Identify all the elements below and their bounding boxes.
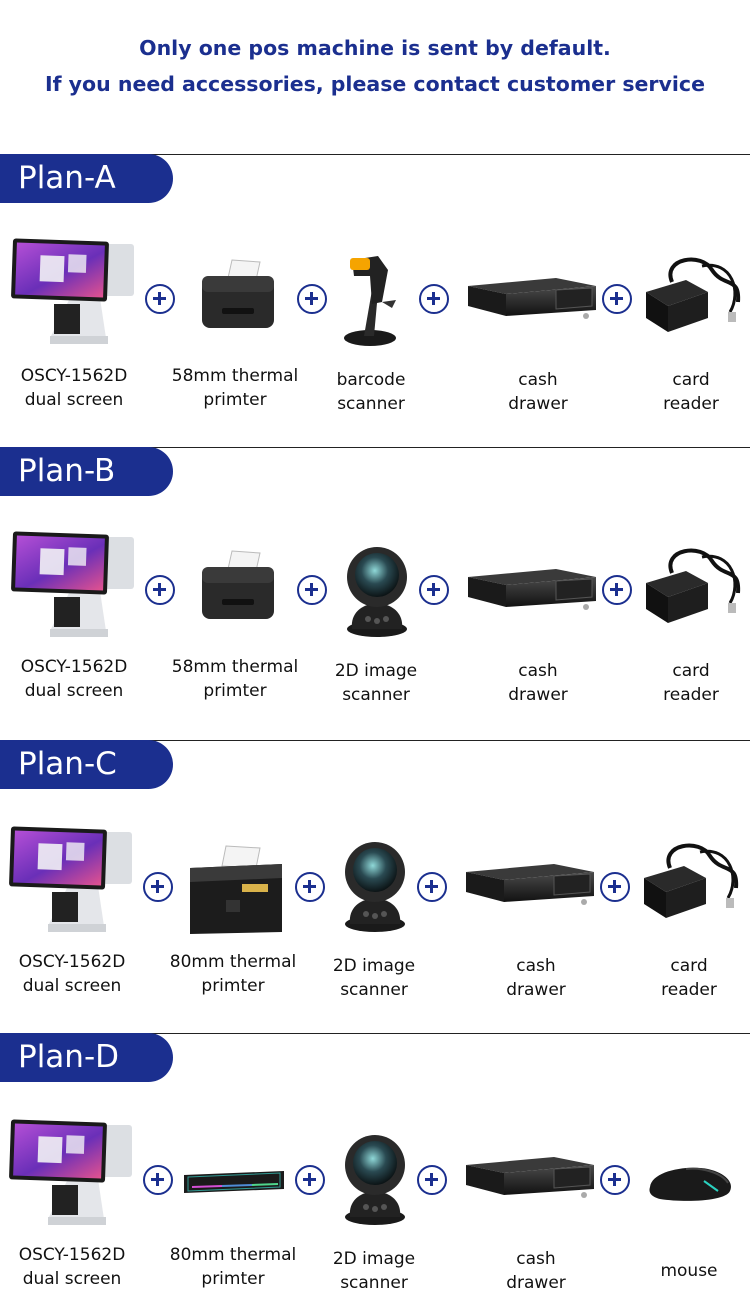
plus-icon (602, 284, 632, 314)
notice-line-1: Only one pos machine is sent by default. (139, 36, 611, 60)
plus-icon (297, 284, 327, 314)
plan-title-badge: Plan-A (0, 154, 173, 203)
plus-icon (600, 1165, 630, 1195)
notice-line-2: If you need accessories, please contact … (44, 72, 705, 96)
2d-image-scanner-icon (342, 1133, 408, 1225)
plus-icon (143, 872, 173, 902)
plus-icon (419, 284, 449, 314)
plus-icon (143, 1165, 173, 1195)
mouse-icon (646, 1161, 734, 1205)
cash-drawer-icon (464, 862, 596, 910)
card-reader-icon (640, 838, 742, 922)
plan-title-badge: Plan-D (0, 1033, 173, 1082)
thermal-printer-58-icon (198, 258, 278, 330)
cash-drawer-icon (464, 1155, 596, 1203)
2d-image-scanner-icon (342, 840, 408, 932)
cash-drawer-icon (466, 276, 598, 324)
barcode-scanner-icon (332, 250, 408, 350)
item-label: mouse (660, 1261, 718, 1281)
card-reader-icon (642, 252, 744, 336)
plus-icon (295, 872, 325, 902)
notice-banner: Only one pos machine is sent by default.… (0, 30, 750, 102)
keyboard-icon (182, 1169, 286, 1195)
plan-divider (0, 154, 750, 155)
plan-divider (0, 447, 750, 448)
plan-title-badge: Plan-B (0, 447, 173, 496)
pos-terminal-icon (10, 531, 138, 641)
pos-terminal-icon (8, 1119, 136, 1229)
plus-icon (419, 575, 449, 605)
card-reader-icon (642, 543, 744, 627)
plus-icon (602, 575, 632, 605)
thermal-printer-80-icon (186, 844, 286, 936)
plus-icon (600, 872, 630, 902)
plan-divider (0, 740, 750, 741)
plus-icon (417, 1165, 447, 1195)
plus-icon (417, 872, 447, 902)
pos-terminal-icon (8, 826, 136, 936)
plus-icon (145, 284, 175, 314)
plus-icon (297, 575, 327, 605)
plan-title-badge: Plan-C (0, 740, 173, 789)
2d-image-scanner-icon (344, 545, 410, 637)
cash-drawer-icon (466, 567, 598, 615)
plus-icon (145, 575, 175, 605)
plan-divider (0, 1033, 750, 1034)
plus-icon (295, 1165, 325, 1195)
pos-terminal-icon (10, 238, 138, 348)
thermal-printer-58-icon (198, 549, 278, 621)
